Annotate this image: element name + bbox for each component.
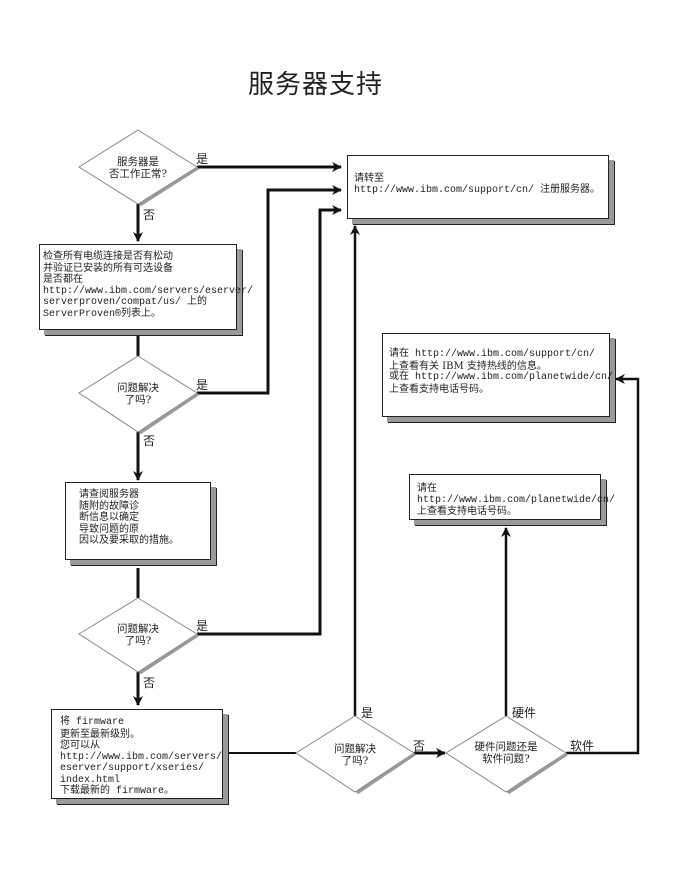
sw-line-4: 上查看支持电话号码。 bbox=[389, 383, 489, 395]
d5-software-label: 软件 bbox=[570, 739, 595, 753]
register-server-box: 请转至 http://www.ibm.com/support/cn/ 注册服务器… bbox=[347, 155, 609, 219]
check-line-5: serverproven/compat/us/ 上的 bbox=[43, 297, 208, 308]
decision-3-text: 问题解决 了吗? bbox=[98, 623, 178, 647]
decision-2-line-1: 问题解决 bbox=[117, 382, 159, 394]
firmware-line-6: index.html bbox=[60, 774, 121, 786]
check-line-2: 并验证已安装的所有可选设备 bbox=[43, 262, 173, 274]
hw-line-3: 上查看支持电话号码。 bbox=[417, 506, 517, 517]
firmware-line-4: http://www.ibm.com/servers/ bbox=[60, 751, 223, 763]
connector-d3-yes bbox=[197, 205, 342, 636]
decision-diamond-3 bbox=[78, 597, 198, 673]
decision-5-text: 硬件问题还是 软件问题? bbox=[461, 741, 551, 765]
d2-no-label: 否 bbox=[143, 434, 156, 448]
sw-line-3: 或在 http://www.ibm.com/planetwide/cn/ bbox=[389, 372, 614, 383]
decision-2-text: 问题解决 了吗? bbox=[98, 382, 178, 406]
diag-line-2: 随附的故障诊 bbox=[79, 500, 139, 512]
check-line-3: 是否都在 bbox=[43, 274, 83, 285]
d4-no-label: 否 bbox=[413, 739, 426, 753]
d3-yes-label: 是 bbox=[196, 619, 209, 633]
firmware-line-7: 下载最新的 firmware。 bbox=[60, 786, 175, 797]
d1-no-label: 否 bbox=[143, 208, 156, 222]
register-line-2: http://www.ibm.com/support/cn/ 注册服务器。 bbox=[354, 184, 601, 196]
decision-4-line-2: 了吗? bbox=[341, 755, 369, 767]
check-line-4: http://www.ibm.com/servers/eserver/ bbox=[43, 285, 254, 297]
hardware-support-box: 请在 http://www.ibm.com/planetwide/cn/ 上查看… bbox=[409, 474, 616, 520]
sw-line-1: 请在 http://www.ibm.com/support/cn/ bbox=[389, 349, 596, 360]
hw-line-2: http://www.ibm.com/planetwide/cn/ bbox=[417, 494, 616, 506]
page-title: 服务器支持 bbox=[248, 70, 384, 100]
check-line-1: 检查所有电缆连接是否有松动 bbox=[43, 251, 173, 262]
diamond-shadow-5 bbox=[507, 752, 568, 795]
firmware-line-3: 您可以从 bbox=[60, 740, 100, 751]
decision-1-text: 服务器是 否工作正常? bbox=[98, 156, 178, 180]
decision-diamond-1 bbox=[78, 129, 198, 205]
decision-3-line-1: 问题解决 bbox=[117, 623, 159, 635]
check-line-6: ServerProven®列表上。 bbox=[43, 308, 162, 320]
diag-line-3: 断信息以确定 bbox=[79, 512, 139, 523]
decision-diamond-4 bbox=[295, 715, 415, 793]
sw-line-2: 上查看有关 IBM 支持热线的信息。 bbox=[389, 360, 547, 372]
diag-line-4: 导致问题的原 bbox=[79, 523, 139, 535]
decision-1-line-2: 否工作正常? bbox=[108, 168, 168, 180]
decision-5-line-1: 硬件问题还是 bbox=[474, 741, 538, 753]
firmware-line-5: eserver/support/xseries/ bbox=[60, 763, 205, 774]
firmware-line-2: 更新至最新级别。 bbox=[60, 728, 140, 740]
hw-line-1: 请在 bbox=[417, 483, 437, 494]
firmware-line-1: 将 firmware bbox=[60, 717, 125, 728]
decision-2-line-2: 了吗? bbox=[124, 394, 152, 406]
decision-5-line-2: 软件问题? bbox=[482, 753, 530, 765]
d4-yes-label: 是 bbox=[361, 706, 374, 720]
software-support-box: 请在 http://www.ibm.com/support/cn/ 上查看有关 … bbox=[382, 333, 614, 417]
decision-diamond-2 bbox=[78, 355, 198, 433]
check-cables-box: 检查所有电缆连接是否有松动 并验证已安装的所有可选设备 是否都在 http://… bbox=[39, 244, 254, 330]
decision-3-line-2: 了吗? bbox=[124, 635, 152, 647]
decision-4-line-1: 问题解决 bbox=[334, 743, 376, 755]
diag-line-5: 因以及要采取的措施。 bbox=[79, 535, 179, 546]
d3-no-label: 否 bbox=[143, 676, 156, 690]
connector-d5-software bbox=[566, 374, 640, 755]
decision-1-line-1: 服务器是 bbox=[117, 156, 159, 168]
diag-line-1: 请查阅服务器 bbox=[79, 489, 139, 500]
diamond-shadow-2 bbox=[139, 392, 199, 435]
decision-4-text: 问题解决 了吗? bbox=[315, 743, 395, 767]
diagnostics-box: 请查阅服务器 随附的故障诊 断信息以确定 导致问题的原 因以及要采取的措施。 bbox=[65, 482, 211, 560]
diamond-shadow-1 bbox=[139, 166, 199, 207]
connector-d2-yes bbox=[197, 185, 342, 395]
d2-yes-label: 是 bbox=[196, 378, 209, 392]
decision-diamond-5 bbox=[445, 715, 567, 793]
d1-yes-label: 是 bbox=[196, 152, 209, 166]
d5-hardware-label: 硬件 bbox=[512, 706, 537, 720]
firmware-box: 将 firmware 更新至最新级别。 您可以从 http://www.ibm.… bbox=[51, 709, 223, 799]
register-line-1: 请转至 bbox=[354, 173, 384, 184]
diamond-shadow-3 bbox=[139, 633, 199, 675]
diamond-shadow-4 bbox=[356, 752, 416, 795]
